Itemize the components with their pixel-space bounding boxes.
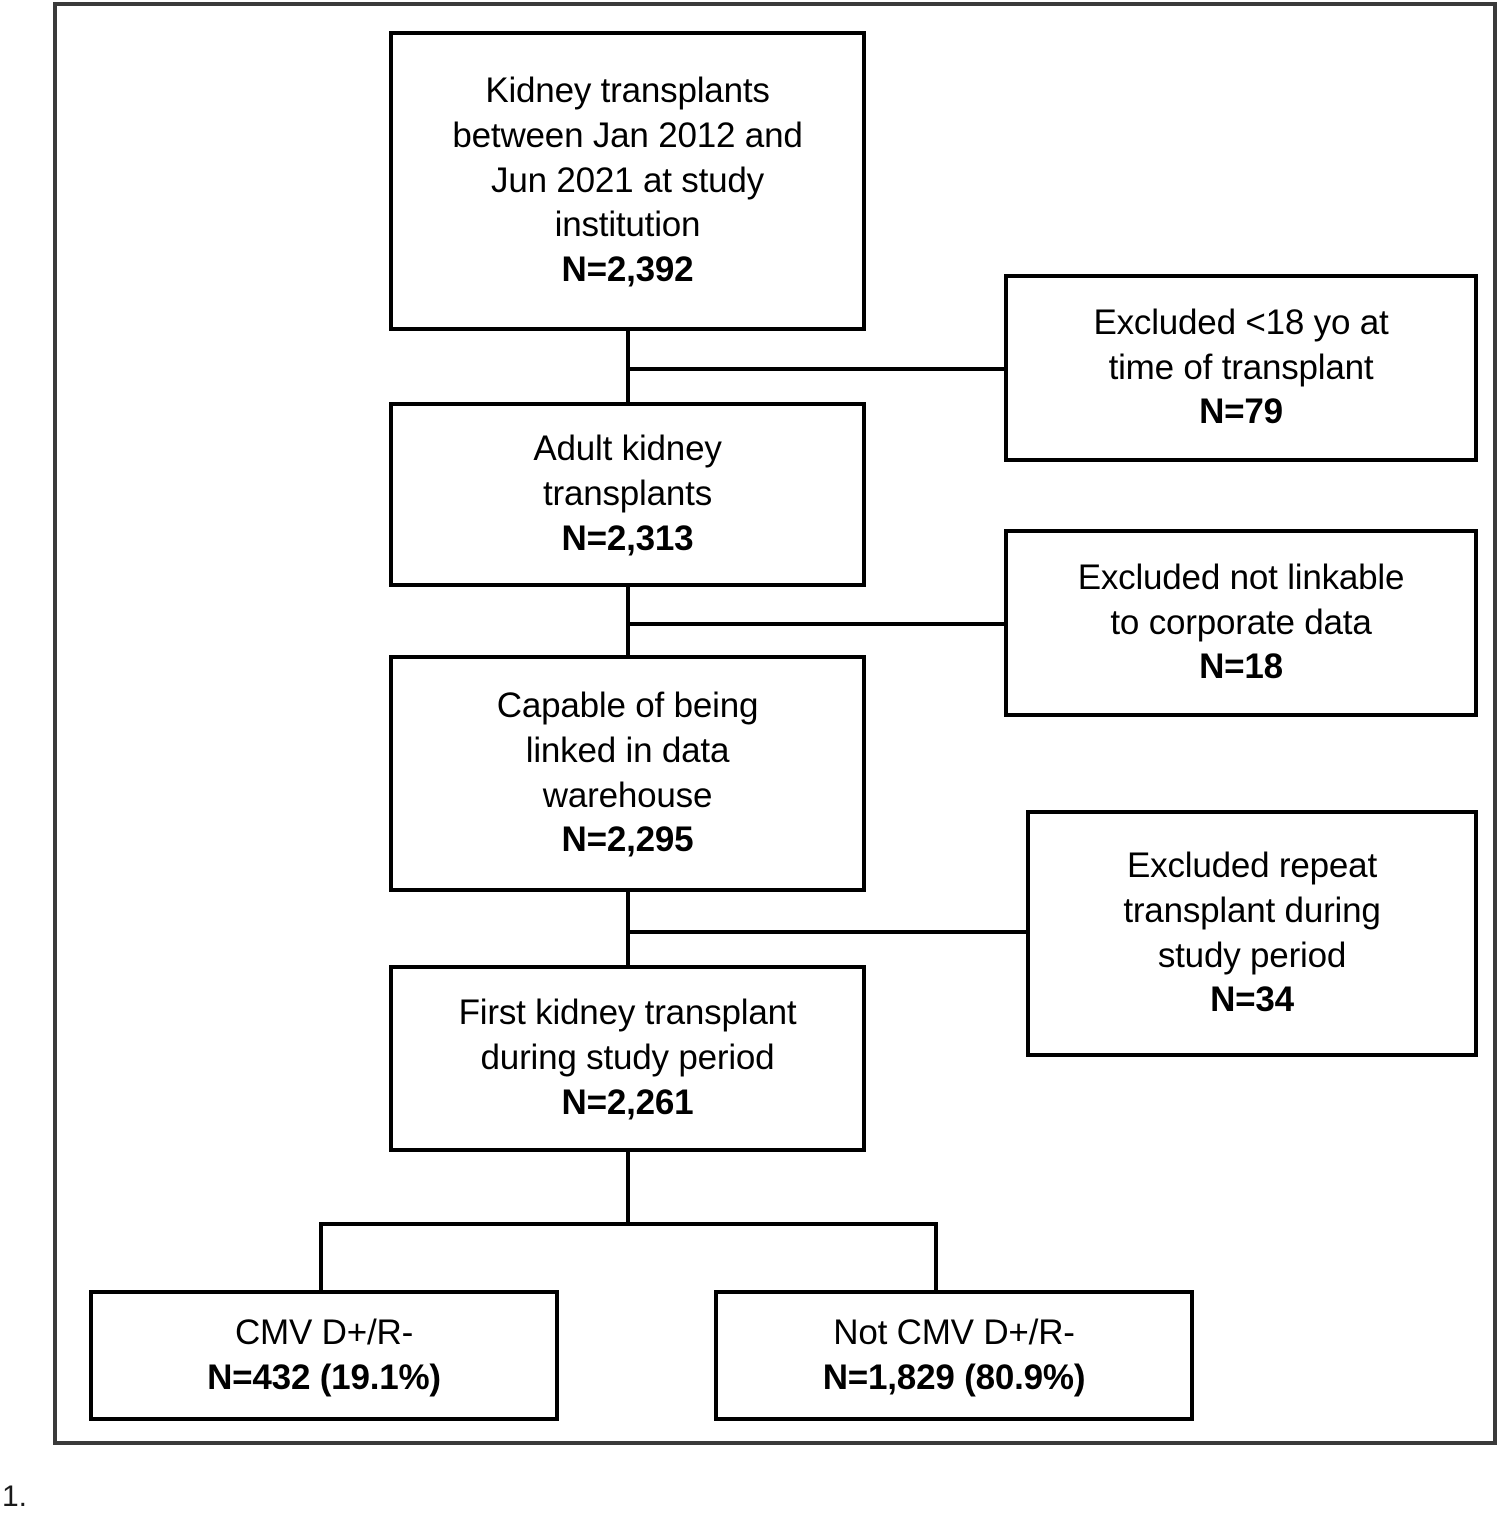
node-count: N=2,261 [561,1082,694,1122]
connector-step3-to-exclusion3 [626,930,1030,934]
node-line: time of transplant [1108,347,1374,387]
node-line: Kidney transplants [485,71,770,110]
node-line: study period [1157,935,1347,975]
connector-step4-stem [626,1150,630,1226]
node-line: during study period [480,1038,775,1078]
node-kidney-transplants-total: Kidney transplants between Jan 2012 and … [389,31,866,331]
connector-step2-to-exclusion2 [626,622,1008,626]
node-line: Adult kidney [533,429,722,469]
node-line: linked in data [525,730,730,770]
node-count: N=1,829 (80.9%) [822,1357,1086,1397]
node-line: Jun 2021 at study [491,160,764,200]
node-excluded-not-linkable: Excluded not linkable to corporate data … [1004,529,1478,717]
node-count: N=79 [1199,392,1283,432]
connector-to-outcome-left [319,1222,323,1292]
node-count: N=18 [1199,647,1283,687]
node-not-cmv-dpos-rneg: Not CMV D+/R- N=1,829 (80.9%) [714,1290,1194,1421]
node-line: transplant during [1123,890,1381,930]
node-adult-kidney-transplants: Adult kidney transplants N=2,313 [389,402,866,587]
node-line: transplants [542,474,712,514]
connector-step1-to-exclusion1 [626,367,1008,371]
figure-caption: 1. [2,1480,28,1513]
node-linkable-data-warehouse: Capable of being linked in data warehous… [389,655,866,892]
node-line: Excluded not linkable [1077,557,1405,597]
node-count: N=34 [1210,980,1294,1020]
node-line: Excluded repeat [1127,845,1377,885]
node-excluded-repeat-transplant: Excluded repeat transplant during study … [1026,810,1478,1057]
node-excluded-under-18: Excluded <18 yo at time of transplant N=… [1004,274,1478,462]
figure-frame: Kidney transplants between Jan 2012 and … [53,2,1497,1445]
node-line: Excluded <18 yo at [1093,302,1389,342]
node-count: N=2,392 [561,250,694,290]
node-line: CMV D+/R- [234,1312,414,1352]
node-first-kidney-transplant: First kidney transplant during study per… [389,965,866,1152]
connector-to-outcome-right [934,1222,938,1292]
node-cmv-dpos-rneg: CMV D+/R- N=432 (19.1%) [89,1290,559,1421]
node-line: Not CMV D+/R- [833,1312,1075,1352]
node-line: warehouse [542,775,713,815]
node-line: First kidney transplant [458,993,797,1033]
node-line: Capable of being [496,685,759,725]
node-count: N=2,295 [561,820,694,860]
node-line: institution [554,205,701,245]
node-count: N=2,313 [561,518,694,558]
node-line: between Jan 2012 and [452,115,803,155]
node-line: to corporate data [1110,602,1372,642]
node-count: N=432 (19.1%) [207,1357,441,1397]
connector-outcome-split-bar [319,1222,938,1226]
